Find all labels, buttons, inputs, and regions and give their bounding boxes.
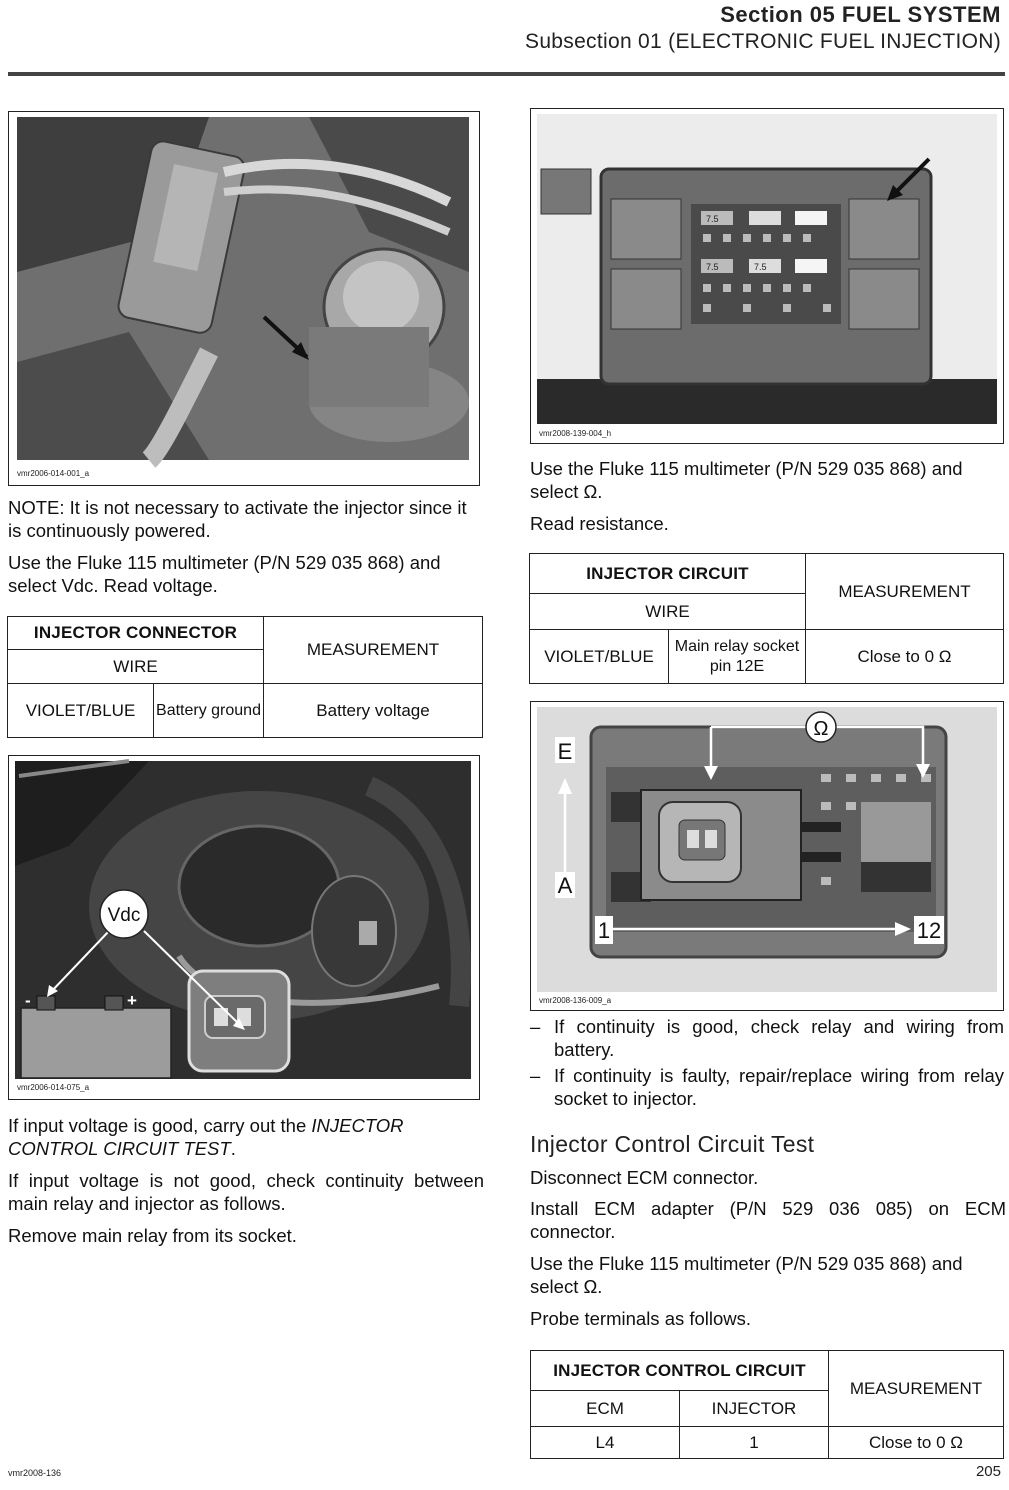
wire-header: WIRE <box>7 649 264 684</box>
wire-header: WIRE <box>529 593 806 630</box>
table-cell-measurement: Close to 0 Ω <box>805 629 1004 684</box>
subsection-title: Subsection 01 (ELECTRONIC FUEL INJECTION… <box>525 30 1001 53</box>
continuity-bullet-list: If continuity is good, check relay and w… <box>530 1015 1004 1110</box>
injector-control-circuit-table: INJECTOR CONTROL CIRCUIT MEASUREMENT ECM… <box>530 1350 1004 1459</box>
table-header: INJECTOR CONTROL CIRCUIT <box>530 1350 829 1391</box>
probe-text: Probe terminals as follows. <box>530 1308 752 1329</box>
table-cell-wire: VIOLET/BLUE <box>7 683 154 738</box>
section-heading: Injector Control Circuit Test <box>530 1131 815 1157</box>
photo-relay-socket: Ω E A 1 12 vmr2008-136-009_a <box>530 701 1004 1011</box>
table-cell-wire: VIOLET/BLUE <box>529 629 669 684</box>
fuse-label: 7.5 <box>706 262 719 272</box>
note-text: NOTE: It is not necessary to activate th… <box>8 497 467 541</box>
photo-relay-socket-image: Ω E A 1 12 <box>531 702 1003 1010</box>
instruction-ohm-2: Use the Fluke 115 multimeter (P/N 529 03… <box>530 1253 963 1297</box>
disconnect-text: Disconnect ECM connector. <box>530 1167 759 1188</box>
photo-voltage-test: - + Vdc vmr2006-014-075_a <box>8 755 480 1100</box>
photo-caption: vmr2006-014-001_a <box>17 469 90 478</box>
measurement-header: MEASUREMENT <box>805 553 1004 630</box>
photo-injector-connector-image <box>9 112 479 485</box>
page-number: 205 <box>975 1463 1001 1480</box>
ohm-label: Ω <box>814 718 829 740</box>
instruction-ohm: Use the Fluke 115 multimeter (P/N 529 03… <box>530 458 963 502</box>
fuse-label: 7.5 <box>706 214 719 224</box>
injector-circuit-table: INJECTOR CIRCUIT MEASUREMENT WIRE VIOLET… <box>529 553 1004 684</box>
input-good-text: If input voltage is good, carry out the … <box>8 1115 404 1159</box>
input-not-good-text: If input voltage is not good, check cont… <box>8 1170 484 1214</box>
column-1-label: 1 <box>598 918 610 943</box>
instruction-vdc: Use the Fluke 115 multimeter (P/N 529 03… <box>8 552 441 596</box>
row-e-label: E <box>558 739 573 764</box>
read-resistance-text: Read resistance. <box>530 513 669 534</box>
measurement-header: MEASUREMENT <box>263 616 483 684</box>
footer-document-id: vmr2008-136 <box>8 1468 62 1478</box>
photo-injector-connector: vmr2006-014-001_a <box>8 111 480 486</box>
measurement-header: MEASUREMENT <box>828 1350 1004 1427</box>
row-a-label: A <box>558 873 573 898</box>
photo-caption: vmr2008-139-004_h <box>539 429 612 438</box>
photo-fuse-box: 7.5 7.5 7.5 vmr2008-139-004_h <box>530 108 1004 444</box>
install-text: Install ECM adapter (P/N 529 036 085) on… <box>530 1198 1006 1242</box>
table-cell-pin: Main relay socket pin 12E <box>668 629 806 684</box>
fuse-label: 7.5 <box>754 262 767 272</box>
table-cell-measurement: Battery voltage <box>263 683 483 738</box>
table-header: INJECTOR CIRCUIT <box>529 553 806 594</box>
table-cell-ground: Battery ground <box>153 683 264 738</box>
ecm-header: ECM <box>530 1390 680 1427</box>
section-title: Section 05 FUEL SYSTEM <box>720 2 1001 27</box>
injector-connector-table: INJECTOR CONNECTOR MEASUREMENT WIRE VIOL… <box>7 616 483 738</box>
list-item: If continuity is good, check relay and w… <box>530 1015 1004 1061</box>
header-rule <box>8 72 1005 76</box>
table-cell-ecm: L4 <box>530 1426 680 1459</box>
list-item: If continuity is faulty, repair/replace … <box>530 1064 1004 1110</box>
vdc-label: Vdc <box>108 905 141 926</box>
table-cell-measurement: Close to 0 Ω <box>828 1426 1004 1459</box>
battery-minus-label: - <box>25 991 31 1010</box>
ohm-meter-icon <box>805 711 837 743</box>
photo-caption: vmr2008-136-009_a <box>539 996 612 1005</box>
column-12-label: 12 <box>917 918 941 943</box>
photo-voltage-test-image: - + Vdc <box>9 756 479 1099</box>
table-cell-injector: 1 <box>679 1426 829 1459</box>
injector-header: INJECTOR <box>679 1390 829 1427</box>
photo-caption: vmr2006-014-075_a <box>17 1083 90 1092</box>
photo-fuse-box-image: 7.5 7.5 7.5 <box>531 109 1003 443</box>
battery-plus-label: + <box>127 991 137 1010</box>
remove-relay-text: Remove main relay from its socket. <box>8 1225 297 1246</box>
table-header: INJECTOR CONNECTOR <box>7 616 264 650</box>
vdc-meter-icon <box>99 889 149 939</box>
